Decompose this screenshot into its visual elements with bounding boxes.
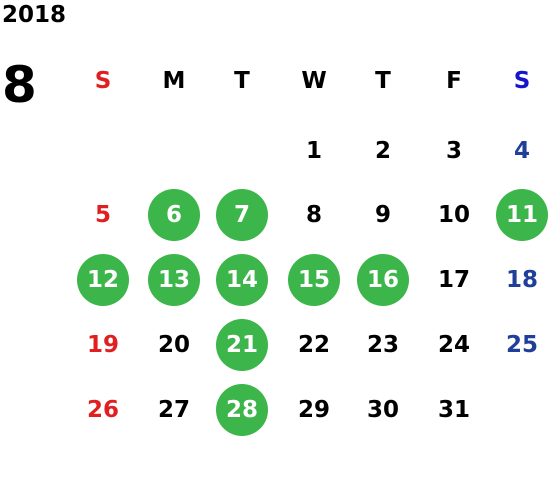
day-cell-5[interactable]: 5 (94, 202, 111, 228)
day-cell-3[interactable]: 3 (445, 138, 462, 164)
day-cell-19[interactable]: 19 (86, 332, 119, 358)
day-cell-4[interactable]: 4 (513, 138, 530, 164)
day-cell-17[interactable]: 17 (437, 267, 470, 293)
weekday-header-1: M (162, 68, 186, 94)
weekday-header-4: T (375, 68, 391, 94)
day-cell-16[interactable]: 16 (357, 254, 409, 306)
weekday-header-5: F (446, 68, 462, 94)
day-cell-25[interactable]: 25 (505, 332, 538, 358)
month-number: 8 (2, 56, 37, 114)
day-cell-20[interactable]: 20 (157, 332, 190, 358)
day-cell-28[interactable]: 28 (216, 384, 268, 436)
day-cell-12[interactable]: 12 (77, 254, 129, 306)
weekday-header-2: T (234, 68, 250, 94)
day-cell-21[interactable]: 21 (216, 319, 268, 371)
weekday-header-3: W (301, 68, 327, 94)
day-cell-9[interactable]: 9 (374, 202, 391, 228)
day-cell-30[interactable]: 30 (366, 397, 399, 423)
day-cell-23[interactable]: 23 (366, 332, 399, 358)
day-cell-26[interactable]: 26 (86, 397, 119, 423)
day-cell-7[interactable]: 7 (216, 189, 268, 241)
year-label: 2018 (2, 2, 67, 28)
day-cell-24[interactable]: 24 (437, 332, 470, 358)
day-cell-18[interactable]: 18 (505, 267, 538, 293)
weekday-header-0: S (94, 68, 112, 94)
day-cell-11[interactable]: 11 (496, 189, 548, 241)
day-cell-2[interactable]: 2 (374, 138, 391, 164)
day-cell-10[interactable]: 10 (437, 202, 470, 228)
weekday-header-6: S (513, 68, 531, 94)
day-cell-6[interactable]: 6 (148, 189, 200, 241)
day-cell-14[interactable]: 14 (216, 254, 268, 306)
day-cell-31[interactable]: 31 (437, 397, 470, 423)
day-cell-22[interactable]: 22 (297, 332, 330, 358)
day-cell-8[interactable]: 8 (305, 202, 322, 228)
day-cell-29[interactable]: 29 (297, 397, 330, 423)
day-cell-13[interactable]: 13 (148, 254, 200, 306)
day-cell-1[interactable]: 1 (305, 138, 322, 164)
day-cell-15[interactable]: 15 (288, 254, 340, 306)
day-cell-27[interactable]: 27 (157, 397, 190, 423)
